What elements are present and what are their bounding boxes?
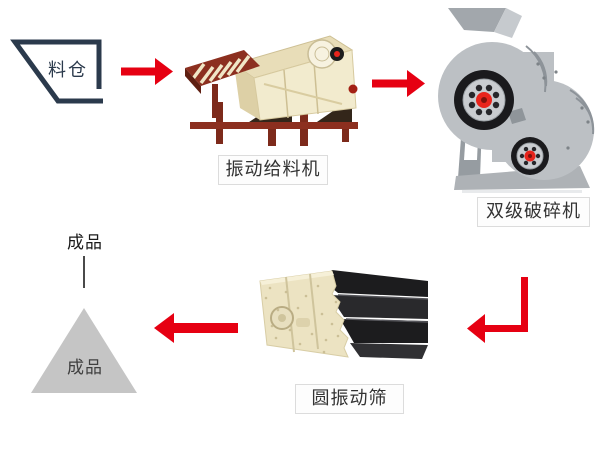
vibrating-feeder-image xyxy=(185,35,358,146)
arrow-down-left-icon xyxy=(467,277,528,343)
product-pile-triangle xyxy=(31,308,137,393)
double-stage-crusher-image xyxy=(438,8,595,193)
crusher-small-pulley xyxy=(511,137,549,175)
screen-speckle-texture xyxy=(264,284,340,354)
arrow-left-icon xyxy=(154,313,238,343)
arrow-right-icon xyxy=(372,70,425,97)
product-callout-line xyxy=(83,256,85,288)
screen-caption: 圆振动筛 xyxy=(295,384,404,414)
product-pile-label: 成品 xyxy=(67,358,103,378)
hopper-outline-icon xyxy=(10,39,103,104)
product-callout-label: 成品 xyxy=(67,233,103,253)
crusher-caption: 双级破碎机 xyxy=(477,197,590,227)
circular-vibrating-screen-image xyxy=(259,270,428,359)
arrow-right-icon xyxy=(121,58,173,85)
feeder-caption: 振动给料机 xyxy=(218,155,328,185)
silo-label: 料仓 xyxy=(48,60,88,81)
crusher-big-pulley xyxy=(454,70,514,130)
